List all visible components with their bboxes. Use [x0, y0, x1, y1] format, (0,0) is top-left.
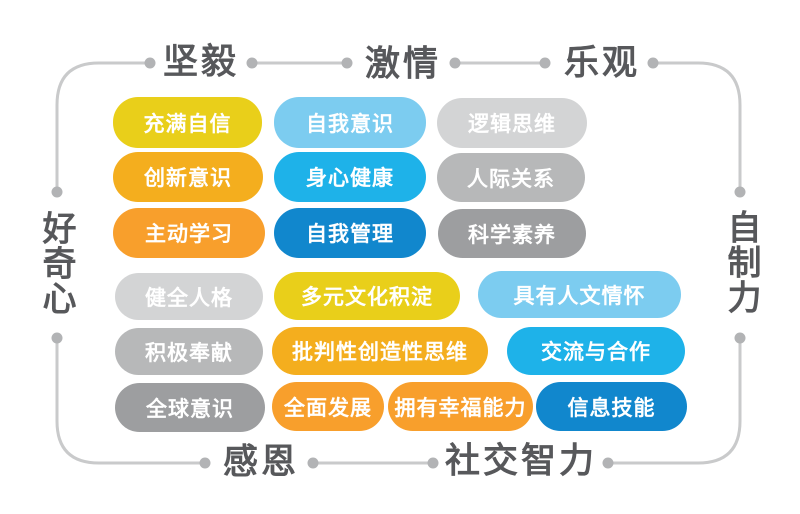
connector-dot — [341, 57, 353, 69]
pill-global-awareness: 全球意识 — [115, 383, 265, 432]
connector-dot — [734, 186, 746, 198]
connector-dot — [246, 57, 258, 69]
frame-segment-top-left-corner — [55, 61, 152, 194]
pill-self-management: 自我管理 — [274, 208, 426, 258]
connector-dot — [144, 57, 156, 69]
pill-interpersonal-relations: 人际关系 — [437, 153, 585, 202]
label-passion: 激情 — [364, 44, 442, 84]
pill-sound-personality: 健全人格 — [115, 273, 263, 320]
pill-happiness-capability: 拥有幸福能力 — [388, 382, 533, 431]
connector-dot — [647, 57, 659, 69]
pill-all-round-development: 全面发展 — [272, 382, 384, 431]
frame-segment-top-right-corner — [651, 61, 742, 194]
connector-dot — [51, 332, 63, 344]
pill-innovation-awareness: 创新意识 — [113, 152, 263, 202]
connector-dot — [307, 457, 319, 469]
pill-information-skills: 信息技能 — [536, 382, 687, 431]
pill-science-literacy: 科学素养 — [438, 209, 586, 258]
pill-active-dedication: 积极奉献 — [115, 328, 263, 375]
label-curiosity: 好奇心 — [37, 210, 75, 316]
label-social-intelligence: 社交智力 — [444, 441, 598, 481]
label-self-control: 自制力 — [722, 209, 760, 315]
connector-dot — [449, 57, 461, 69]
pill-self-awareness: 自我意识 — [274, 97, 426, 148]
connector-dot — [602, 457, 614, 469]
pill-active-learning: 主动学习 — [113, 208, 265, 258]
pill-logical-thinking: 逻辑思维 — [437, 98, 587, 148]
pill-self-confidence: 充满自信 — [113, 97, 262, 148]
connector-dot — [734, 332, 746, 344]
label-gratitude: 感恩 — [222, 442, 300, 482]
frame-segment-bottom-left-corner — [55, 336, 207, 465]
label-optimism: 乐观 — [563, 43, 641, 83]
pill-physical-mental-health: 身心健康 — [274, 152, 426, 202]
pill-multicultural-accumulation: 多元文化积淀 — [274, 272, 460, 320]
label-perseverance: 坚毅 — [162, 42, 240, 82]
connector-dot — [539, 57, 551, 69]
connector-dot — [199, 457, 211, 469]
pill-communication-cooperation: 交流与合作 — [507, 327, 685, 375]
connector-dot — [51, 186, 63, 198]
pill-critical-creative-thinking: 批判性创造性思维 — [272, 327, 488, 375]
pill-humanistic-feelings: 具有人文情怀 — [478, 271, 681, 318]
connector-dot — [427, 457, 439, 469]
frame-segment-bottom-right-corner — [606, 336, 742, 465]
